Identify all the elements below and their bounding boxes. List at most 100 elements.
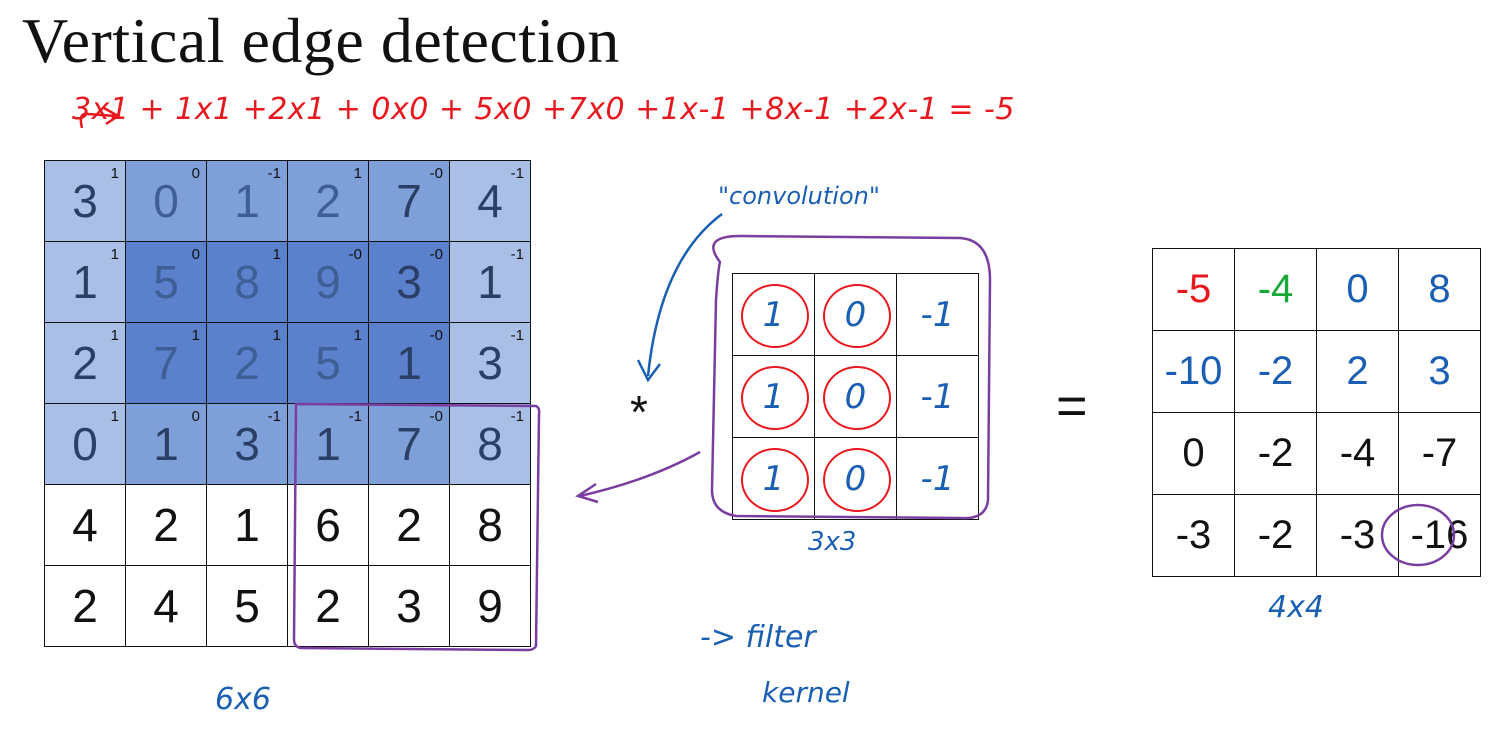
overlay-weight: 0: [191, 246, 200, 263]
input-value: 1: [477, 256, 503, 308]
input-value: 0: [153, 175, 179, 227]
filter-value: -1: [920, 458, 955, 499]
overlay-weight: -1: [510, 327, 524, 344]
input-value: 0: [72, 418, 98, 470]
output-value: -4: [1257, 267, 1294, 311]
convolution-label: "convolution": [718, 182, 880, 210]
convolution-arrow: [636, 212, 723, 383]
input-value: 1: [153, 418, 179, 470]
input-value: 2: [72, 337, 98, 389]
overlay-weight: 1: [110, 327, 119, 344]
input-matrix-label: 6x6: [215, 682, 271, 717]
overlay-weight: -1: [348, 408, 362, 425]
input-value: 1: [72, 256, 98, 308]
input-value: 8: [477, 418, 503, 470]
input-value: 1: [234, 175, 260, 227]
input-cell-r6c2: 4: [125, 565, 207, 647]
filter-highlight-outline: [710, 234, 992, 520]
input-value: 3: [72, 175, 98, 227]
input-value: 7: [396, 418, 422, 470]
filter-cell-r2c3: -1: [896, 355, 979, 438]
output-value: 3: [1428, 349, 1451, 393]
convolution-operator: *: [630, 386, 648, 438]
input-value: 4: [72, 499, 98, 551]
input-value: 1: [396, 337, 422, 389]
filter-cell-r2c1: 1: [732, 355, 815, 438]
overlay-weight: -1: [267, 408, 281, 425]
input-cell-r4c6: 8 -1: [449, 403, 531, 485]
input-window-box: [292, 402, 541, 652]
overlay-weight: -1: [510, 408, 524, 425]
input-value: 1: [234, 499, 260, 551]
input-cell-r6c4: 2: [287, 565, 369, 647]
input-cell-r4c5: 7 -0: [368, 403, 450, 485]
output-value: 2: [1346, 349, 1369, 393]
input-value: 7: [153, 337, 179, 389]
filter-circle-mark: [741, 366, 809, 430]
input-value: 3: [477, 337, 503, 389]
filter-value: -1: [920, 376, 955, 417]
output-value: -4: [1339, 431, 1376, 475]
output-value: -3: [1339, 513, 1376, 557]
output-cell-r4c4: -16: [1398, 494, 1481, 577]
input-cell-r3c6: 3 -1: [449, 322, 531, 404]
input-cell-r2c4: 9-0: [287, 241, 369, 323]
input-cell-r2c6: 1 -1: [449, 241, 531, 323]
overlay-weight: 1: [110, 246, 119, 263]
output-value: -7: [1421, 431, 1458, 475]
filter-cell-r3c2: 0: [814, 437, 897, 520]
input-value: 5: [315, 337, 341, 389]
input-value: 4: [153, 580, 179, 632]
filter-circle-mark: [741, 448, 809, 512]
filter-circle-mark: [823, 448, 891, 512]
output-value: -5: [1175, 267, 1212, 311]
filter-cell-r1c3: -1: [896, 273, 979, 356]
output-highlight-circle: [1380, 503, 1456, 567]
overlay-weight: -1: [510, 165, 524, 182]
overlay-weight: 1: [272, 246, 281, 263]
input-value: 2: [396, 499, 422, 551]
filter-cell-r3c3: -1: [896, 437, 979, 520]
overlay-weight: -1: [267, 165, 281, 182]
input-value: 2: [315, 175, 341, 227]
input-value: 3: [234, 418, 260, 470]
output-value: -10: [1164, 349, 1223, 393]
filter-circle-mark: [823, 366, 891, 430]
overlay-weight: 0: [191, 165, 200, 182]
overlay-weight: 1: [353, 165, 362, 182]
input-cell-r3c5: 1 -0: [368, 322, 450, 404]
filter-to-window-arrow: [575, 450, 701, 504]
convolution-equation: 3x1 + 1x1 +2x1 + 0x0 + 5x0 +7x0 +1x-1 +8…: [72, 92, 1015, 127]
overlay-weight: -0: [429, 408, 443, 425]
output-matrix-label: 4x4: [1268, 590, 1324, 625]
overlay-weight: 0: [191, 408, 200, 425]
equals-operator: =: [1056, 376, 1088, 436]
input-cell-r1c6: 4-1: [449, 160, 531, 242]
input-value: 8: [234, 256, 260, 308]
overlay-weight: -0: [429, 327, 443, 344]
overlay-weight: 1: [191, 327, 200, 344]
kernel-note: kernel: [762, 676, 850, 709]
output-value: -2: [1257, 431, 1294, 475]
overlay-weight: -0: [429, 246, 443, 263]
input-value: 2: [153, 499, 179, 551]
filter-matrix-label: 3x3: [808, 527, 857, 557]
output-value: -2: [1257, 349, 1294, 393]
overlay-weight: -1: [510, 246, 524, 263]
output-value: -3: [1175, 513, 1212, 557]
filter-value: -1: [920, 294, 955, 335]
output-cell-r4c3: -3: [1316, 494, 1399, 577]
slide-title: Vertical edge detection: [22, 5, 620, 76]
input-value: 2: [72, 580, 98, 632]
output-value: 0: [1182, 431, 1205, 475]
